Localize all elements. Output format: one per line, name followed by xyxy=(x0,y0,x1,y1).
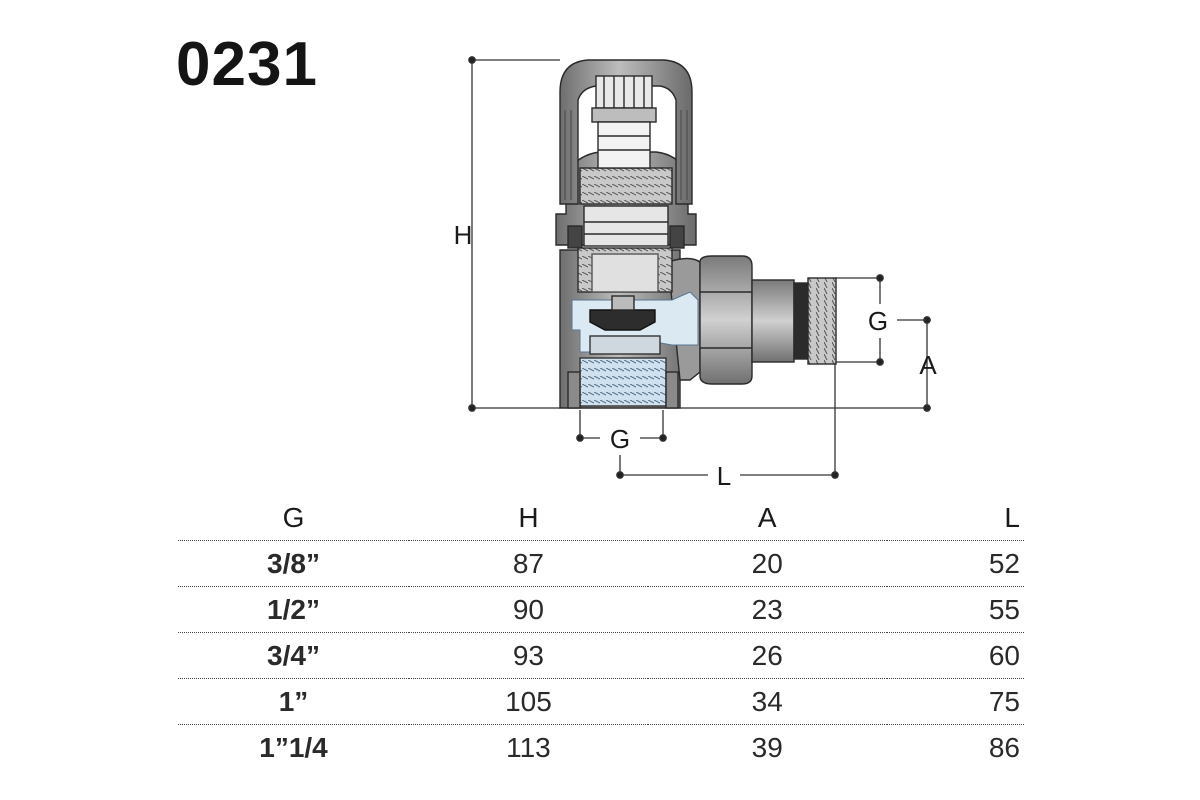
cell-l: 55 xyxy=(988,594,1020,625)
cell-h: 113 xyxy=(506,732,551,763)
bonnet-head xyxy=(555,59,697,293)
column-header-l: L xyxy=(1004,502,1020,533)
dimension-lines xyxy=(468,56,931,479)
cell-h: 87 xyxy=(512,548,544,579)
cell-h: 105 xyxy=(505,686,552,717)
cell-l: 75 xyxy=(988,686,1020,717)
column-header-g: G xyxy=(282,502,305,533)
cell-g: 1” xyxy=(278,686,309,717)
table-row: 1”1/4 113 39 86 xyxy=(178,724,1024,771)
table-row: 3/4” 93 26 60 xyxy=(178,632,1024,679)
cell-g: 3/4” xyxy=(267,640,320,671)
union-connection xyxy=(699,255,837,385)
column-header-a: A xyxy=(757,502,777,533)
valve-technical-drawing: H G A G L xyxy=(454,56,937,491)
table-row: 1/2” 90 23 55 xyxy=(178,586,1024,633)
dim-label-a: A xyxy=(919,350,937,380)
dimensions-table: G H A L 3/8” 87 20 52 1/2” 90 23 55 3/4”… xyxy=(178,495,1024,770)
dim-label-h: H xyxy=(454,220,473,250)
table-header-row: G H A L xyxy=(178,495,1024,541)
cell-a: 20 xyxy=(751,548,783,579)
cell-a: 23 xyxy=(751,594,783,625)
column-header-h: H xyxy=(518,502,539,533)
cell-l: 86 xyxy=(988,732,1020,763)
cell-g: 3/8” xyxy=(267,548,320,579)
cell-h: 90 xyxy=(512,594,544,625)
cell-l: 52 xyxy=(988,548,1020,579)
cell-g: 1/2” xyxy=(267,594,320,625)
cell-l: 60 xyxy=(988,640,1020,671)
table-row: 3/8” 87 20 52 xyxy=(178,540,1024,587)
dim-label-g-side: G xyxy=(868,306,888,336)
table-row: 1” 105 34 75 xyxy=(178,678,1024,725)
dim-label-g-bottom: G xyxy=(610,424,630,454)
cell-h: 93 xyxy=(512,640,544,671)
cell-a: 34 xyxy=(751,686,783,717)
cell-g: 1”1/4 xyxy=(259,732,328,763)
cell-a: 39 xyxy=(751,732,783,763)
dim-label-l: L xyxy=(717,461,731,491)
product-code: 0231 xyxy=(176,30,318,99)
cell-a: 26 xyxy=(751,640,783,671)
